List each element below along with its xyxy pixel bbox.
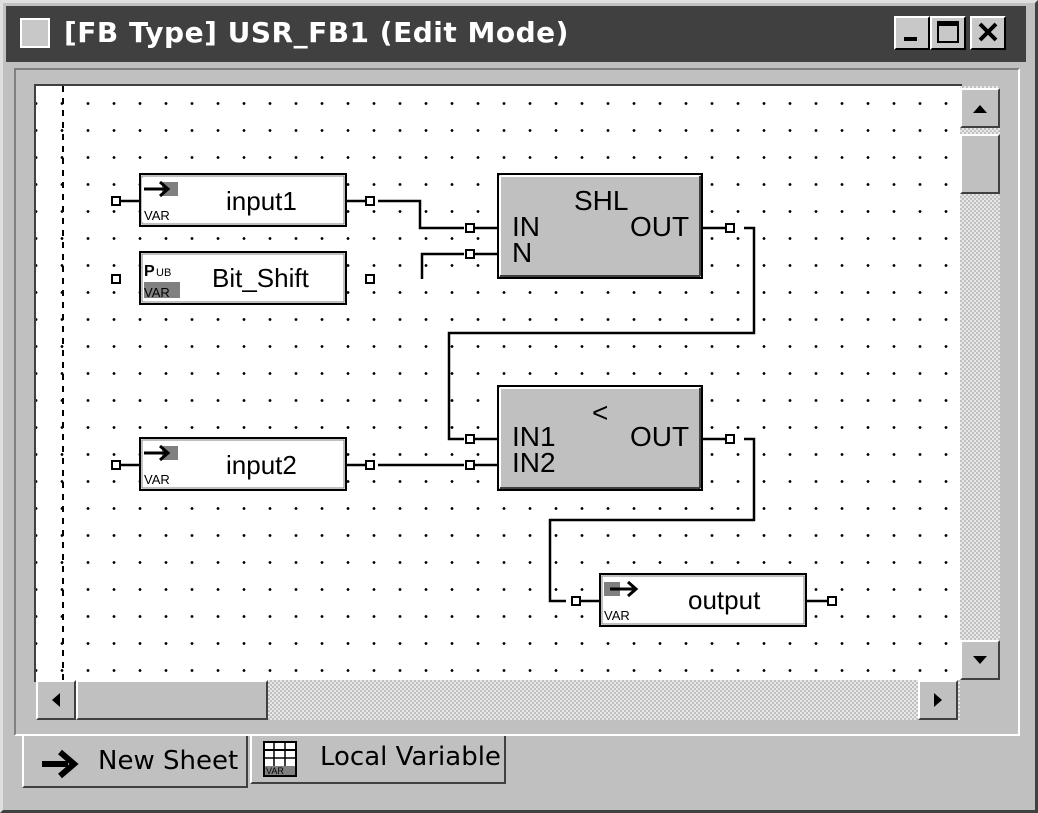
diagram-canvas[interactable]: VAR input1 P UB VAR Bit_Shift VAR — [36, 86, 960, 680]
wire-lt-out-to-output — [548, 437, 756, 603]
arrow-right-icon — [42, 749, 79, 779]
var-bit-shift[interactable]: P UB VAR Bit_Shift — [139, 251, 347, 305]
output-variable-icon: VAR — [604, 580, 639, 623]
arrow-up-icon — [973, 105, 987, 113]
input-variable-icon: VAR — [144, 444, 178, 487]
wire-shl-n — [420, 252, 464, 279]
arrow-right-icon — [934, 693, 942, 707]
title-bar[interactable]: [FB Type] USR_FB1 (Edit Mode) — [6, 6, 1026, 62]
connector[interactable] — [365, 196, 375, 206]
scroll-down-button[interactable] — [960, 640, 1000, 680]
connector[interactable] — [111, 274, 121, 284]
wires — [378, 199, 756, 603]
arrow-left-icon — [52, 693, 60, 707]
svg-text:UB: UB — [156, 267, 171, 279]
var-bit-shift-label: Bit_Shift — [212, 263, 310, 293]
tab-local-variable[interactable]: VAR Local Variable — [250, 736, 506, 784]
input-variable-icon: VAR — [142, 178, 182, 223]
block-shl-input-n: N — [512, 237, 532, 268]
connector[interactable] — [365, 460, 375, 470]
block-shl-input-in: IN — [512, 211, 540, 242]
var-input2[interactable]: VAR input2 — [139, 437, 347, 491]
connector[interactable] — [571, 596, 581, 606]
svg-text:VAR: VAR — [604, 608, 630, 623]
connector[interactable] — [725, 434, 735, 444]
maximize-icon — [937, 21, 959, 43]
connector[interactable] — [111, 196, 121, 206]
block-shl[interactable]: SHL IN N OUT — [497, 173, 703, 279]
scroll-left-button[interactable] — [36, 680, 76, 720]
block-shl-output-out: OUT — [630, 211, 689, 242]
wire-input1-to-shl-in — [378, 199, 464, 230]
scroll-up-button[interactable] — [960, 88, 1000, 128]
tab-new-sheet-label: New Sheet — [98, 746, 239, 776]
connector[interactable] — [827, 596, 837, 606]
block-less-than[interactable]: < IN1 IN2 OUT — [497, 385, 703, 491]
block-lt-output-out: OUT — [630, 421, 689, 452]
arrow-down-icon — [973, 656, 987, 664]
horizontal-scroll-thumb[interactable] — [76, 680, 268, 720]
connector[interactable] — [365, 274, 375, 284]
minimize-icon — [904, 37, 917, 41]
svg-text:VAR: VAR — [144, 472, 170, 487]
svg-text:VAR: VAR — [266, 766, 284, 776]
close-button[interactable] — [970, 16, 1006, 50]
minimize-button[interactable] — [894, 16, 930, 50]
connector[interactable] — [111, 460, 121, 470]
close-icon — [978, 22, 998, 42]
var-output[interactable]: VAR output — [599, 573, 807, 627]
window-title: [FB Type] USR_FB1 (Edit Mode) — [64, 16, 569, 49]
diagram-svg: VAR input1 P UB VAR Bit_Shift VAR — [62, 86, 837, 680]
scrollbar-corner — [960, 680, 1000, 720]
svg-text:VAR: VAR — [144, 208, 170, 223]
connector[interactable] — [465, 223, 475, 233]
system-menu-icon[interactable] — [20, 18, 50, 48]
connector[interactable] — [465, 434, 475, 444]
vertical-scroll-thumb[interactable] — [960, 134, 1000, 194]
block-lt-title: < — [592, 397, 608, 428]
maximize-button[interactable] — [930, 16, 966, 50]
connector[interactable] — [465, 249, 475, 259]
var-output-label: output — [688, 585, 761, 615]
block-shl-title: SHL — [574, 185, 628, 216]
block-lt-input-in1: IN1 — [512, 421, 556, 452]
pin-stubs — [120, 199, 828, 603]
svg-text:P: P — [144, 263, 155, 280]
tab-local-variable-label: Local Variable — [320, 742, 501, 772]
block-lt-input-in2: IN2 — [512, 447, 556, 478]
var-input2-label: input2 — [226, 450, 297, 480]
var-input1-label: input1 — [226, 186, 297, 216]
variable-table-icon: VAR — [263, 741, 297, 777]
connector[interactable] — [725, 223, 735, 233]
svg-text:VAR: VAR — [144, 285, 170, 300]
tab-new-sheet[interactable]: New Sheet — [22, 736, 248, 788]
wire-shl-out-to-lt-in1 — [447, 226, 756, 441]
public-variable-icon: P UB VAR — [144, 263, 180, 300]
connector[interactable] — [465, 460, 475, 470]
var-input1[interactable]: VAR input1 — [139, 173, 347, 227]
scroll-right-button[interactable] — [918, 680, 958, 720]
